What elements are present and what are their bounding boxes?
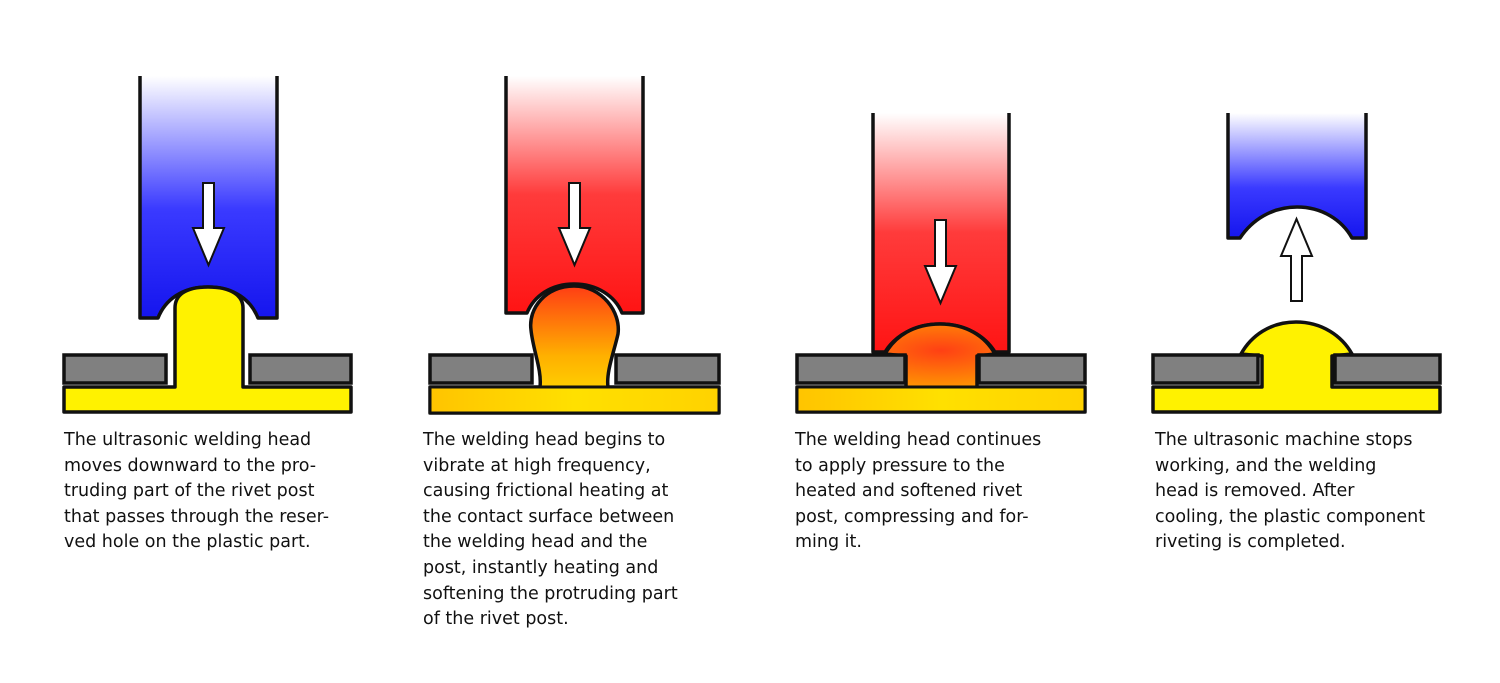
weld-base <box>795 385 1087 414</box>
plastic-part-right <box>977 353 1087 385</box>
caption-line: that passes through the reser- <box>64 506 330 527</box>
caption-line: The welding head begins to <box>423 430 666 450</box>
step-4-caption: The ultrasonic machine stops working, an… <box>1155 428 1425 556</box>
step-3-caption: The welding head continues to apply pres… <box>795 428 1041 556</box>
step-2-caption: The welding head begins to vibrate at hi… <box>423 428 678 633</box>
caption-line: post, compressing and for- <box>795 506 1029 527</box>
caption-line: to apply pressure to the <box>795 455 1005 476</box>
caption-line: the contact surface between <box>423 506 675 527</box>
caption-line: riveting is completed. <box>1155 532 1346 553</box>
caption-line: causing frictional heating at <box>423 481 669 502</box>
weld-base-hot <box>428 385 721 415</box>
caption-line: softening the protruding part <box>423 583 678 604</box>
step-3-illustration <box>795 113 1087 414</box>
caption-line: the welding head and the <box>423 532 648 553</box>
caption-line: The welding head continues <box>795 430 1042 450</box>
caption-line: head is removed. After <box>1155 481 1355 502</box>
plastic-part-right <box>248 353 353 385</box>
step-2-illustration <box>428 76 721 415</box>
caption-line: moves downward to the pro- <box>64 455 317 476</box>
plastic-part-right <box>614 353 721 385</box>
step-1-caption: The ultrasonic welding head moves downwa… <box>64 428 329 556</box>
step-4-illustration <box>1151 113 1442 414</box>
plastic-part-left <box>795 353 907 385</box>
caption-line: truding part of the rivet post <box>64 481 315 502</box>
plastic-part-left <box>428 353 534 385</box>
rivet-post-softening <box>428 284 721 415</box>
caption-line: cooling, the plastic component <box>1155 506 1426 527</box>
plastic-part-left <box>62 353 168 385</box>
caption-line: ved hole on the plastic part. <box>64 532 311 553</box>
caption-line: The ultrasonic machine stops <box>1155 430 1413 450</box>
caption-line: heated and softened rivet <box>795 481 1023 502</box>
caption-line: of the rivet post. <box>423 609 569 630</box>
step-1-illustration <box>62 76 353 414</box>
down-arrow-icon <box>557 182 592 268</box>
welding-head-cold <box>1226 113 1368 240</box>
caption-line: working, and the welding <box>1155 455 1377 476</box>
rivet-post <box>62 285 353 414</box>
caption-line: post, instantly heating and <box>423 557 659 578</box>
plastic-part-right <box>1333 353 1442 385</box>
caption-line: ming it. <box>795 532 862 553</box>
down-arrow-icon <box>923 219 958 306</box>
plastic-part-left <box>1151 353 1260 385</box>
down-arrow-icon <box>191 182 226 268</box>
up-arrow-icon <box>1279 216 1314 302</box>
caption-line: vibrate at high frequency, <box>423 455 651 476</box>
caption-line: The ultrasonic welding head <box>64 430 312 450</box>
